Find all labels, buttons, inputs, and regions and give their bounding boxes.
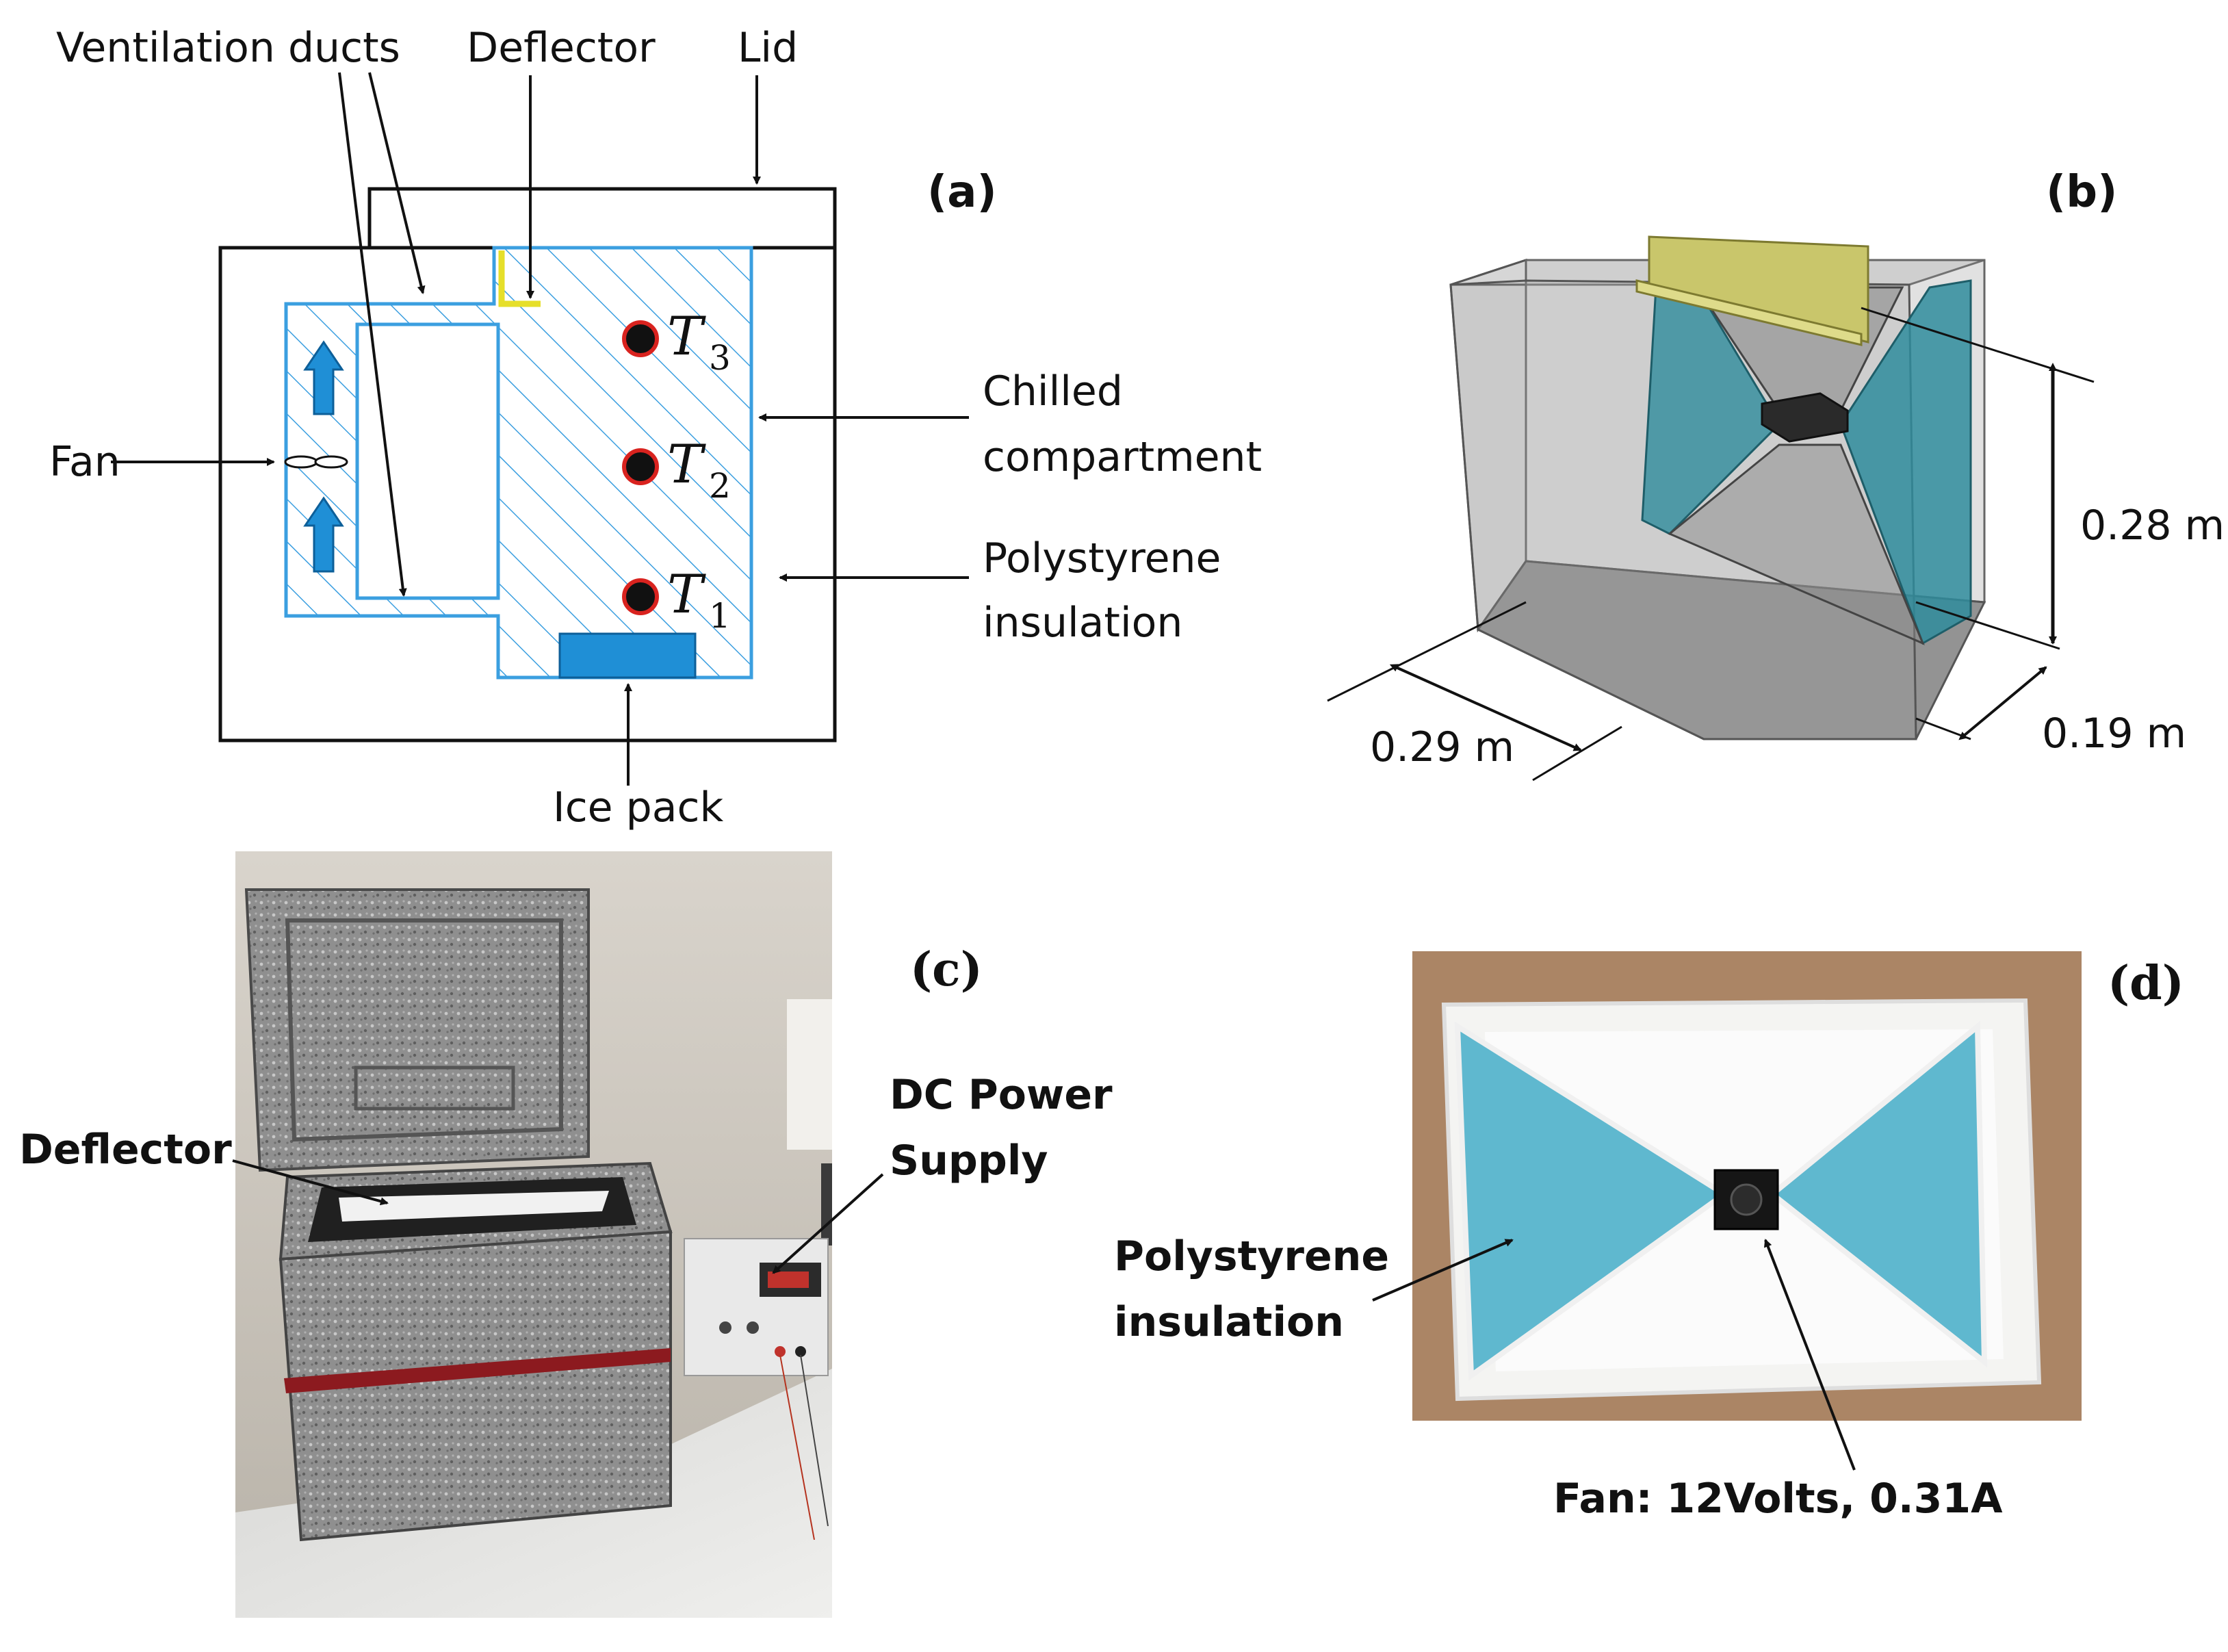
label-fan-a: Fan (49, 438, 120, 486)
cooler-deflector (339, 1191, 609, 1222)
panel-a: (a) T 3 T 2 (49, 24, 1262, 831)
leader-arrows-d (1372, 1239, 1856, 1471)
panel-c-tag: (c) (910, 942, 983, 997)
power-supply-unit (684, 1238, 829, 1540)
panel-b-tag: (b) (2046, 167, 2117, 218)
panel-a-tag: (a) (927, 167, 997, 218)
panel-d: (d) Polystyrene insulation Fan: 12Volts,… (1114, 951, 2184, 1523)
sensor-t1: T 1 (622, 564, 731, 636)
red-tape (284, 1348, 671, 1393)
insulation-left-photo (1454, 1021, 1730, 1381)
inner-block (355, 322, 500, 600)
dim-height-label: 0.28 m (2080, 502, 2225, 550)
sensor-t2-symbol: T (667, 434, 706, 495)
leader-arrows-c (232, 1159, 884, 1274)
insulation-right-photo (1767, 1020, 1988, 1368)
sensor-t3: T 3 (622, 306, 731, 378)
photo-cooler (235, 851, 832, 1618)
label-ice-pack: Ice pack (553, 784, 724, 831)
label-poly-d-1: Polystyrene (1114, 1232, 1389, 1280)
dim-width-arrow (1389, 664, 1582, 751)
label-power-1: DC Power (890, 1071, 1113, 1119)
label-deflector-c: Deflector (19, 1126, 232, 1174)
fan-block (1761, 392, 1849, 443)
fan-symbol (284, 455, 348, 469)
sensor-t3-sub: 3 (709, 338, 731, 378)
panel-c: (c) (19, 851, 1113, 1618)
sensor-t2: T 2 (622, 434, 731, 506)
dim-ref-left (1327, 601, 1527, 702)
deflector-piece (498, 250, 541, 307)
sensor-t1-symbol: T (667, 564, 706, 625)
label-chilled-2: compartment (983, 433, 1262, 481)
leader-arrows-a (111, 72, 969, 786)
sensor-t2-sub: 2 (709, 466, 731, 506)
panel-d-tag: (d) (2108, 956, 2184, 1011)
ice-pack (558, 632, 697, 679)
sensor-t1-sub: 1 (709, 596, 731, 636)
label-power-2: Supply (890, 1137, 1048, 1185)
label-fan-d: Fan: 12Volts, 0.31A (1553, 1475, 2003, 1523)
dim-depth-arrow (1958, 666, 2047, 740)
cooler-lid (244, 888, 590, 1172)
dim-ref-left2 (1532, 725, 1622, 782)
deflector-plate (1648, 235, 1869, 344)
sensor-t3-symbol: T (667, 306, 706, 367)
label-lid: Lid (738, 24, 798, 72)
photo-insulation (1412, 951, 2082, 1421)
panel-b: (b) 0.28 m 0.29 m 0.19 m (1327, 167, 2225, 782)
flow-arrow-lower (303, 496, 344, 573)
flow-arrow-upper (303, 340, 344, 415)
dim-ref-right (1915, 717, 1971, 740)
label-ventilation-ducts: Ventilation ducts (56, 24, 400, 72)
label-chilled-1: Chilled (983, 367, 1123, 415)
dim-depth-label: 0.19 m (2042, 710, 2186, 758)
fan-photo (1713, 1169, 1779, 1230)
duct-bottom (1668, 443, 1925, 645)
label-deflector-a: Deflector (467, 24, 656, 72)
dim-width-label: 0.29 m (1370, 723, 1514, 771)
label-poly-a-2: insulation (983, 599, 1182, 647)
insulation-right (1839, 279, 1972, 645)
label-poly-d-2: insulation (1114, 1298, 1344, 1346)
dim-ref-bottom (1915, 601, 2060, 650)
cooler-body (278, 1230, 672, 1542)
label-poly-a-1: Polystyrene (983, 534, 1221, 582)
lid (367, 187, 837, 250)
deflector-lip (1635, 279, 1863, 346)
